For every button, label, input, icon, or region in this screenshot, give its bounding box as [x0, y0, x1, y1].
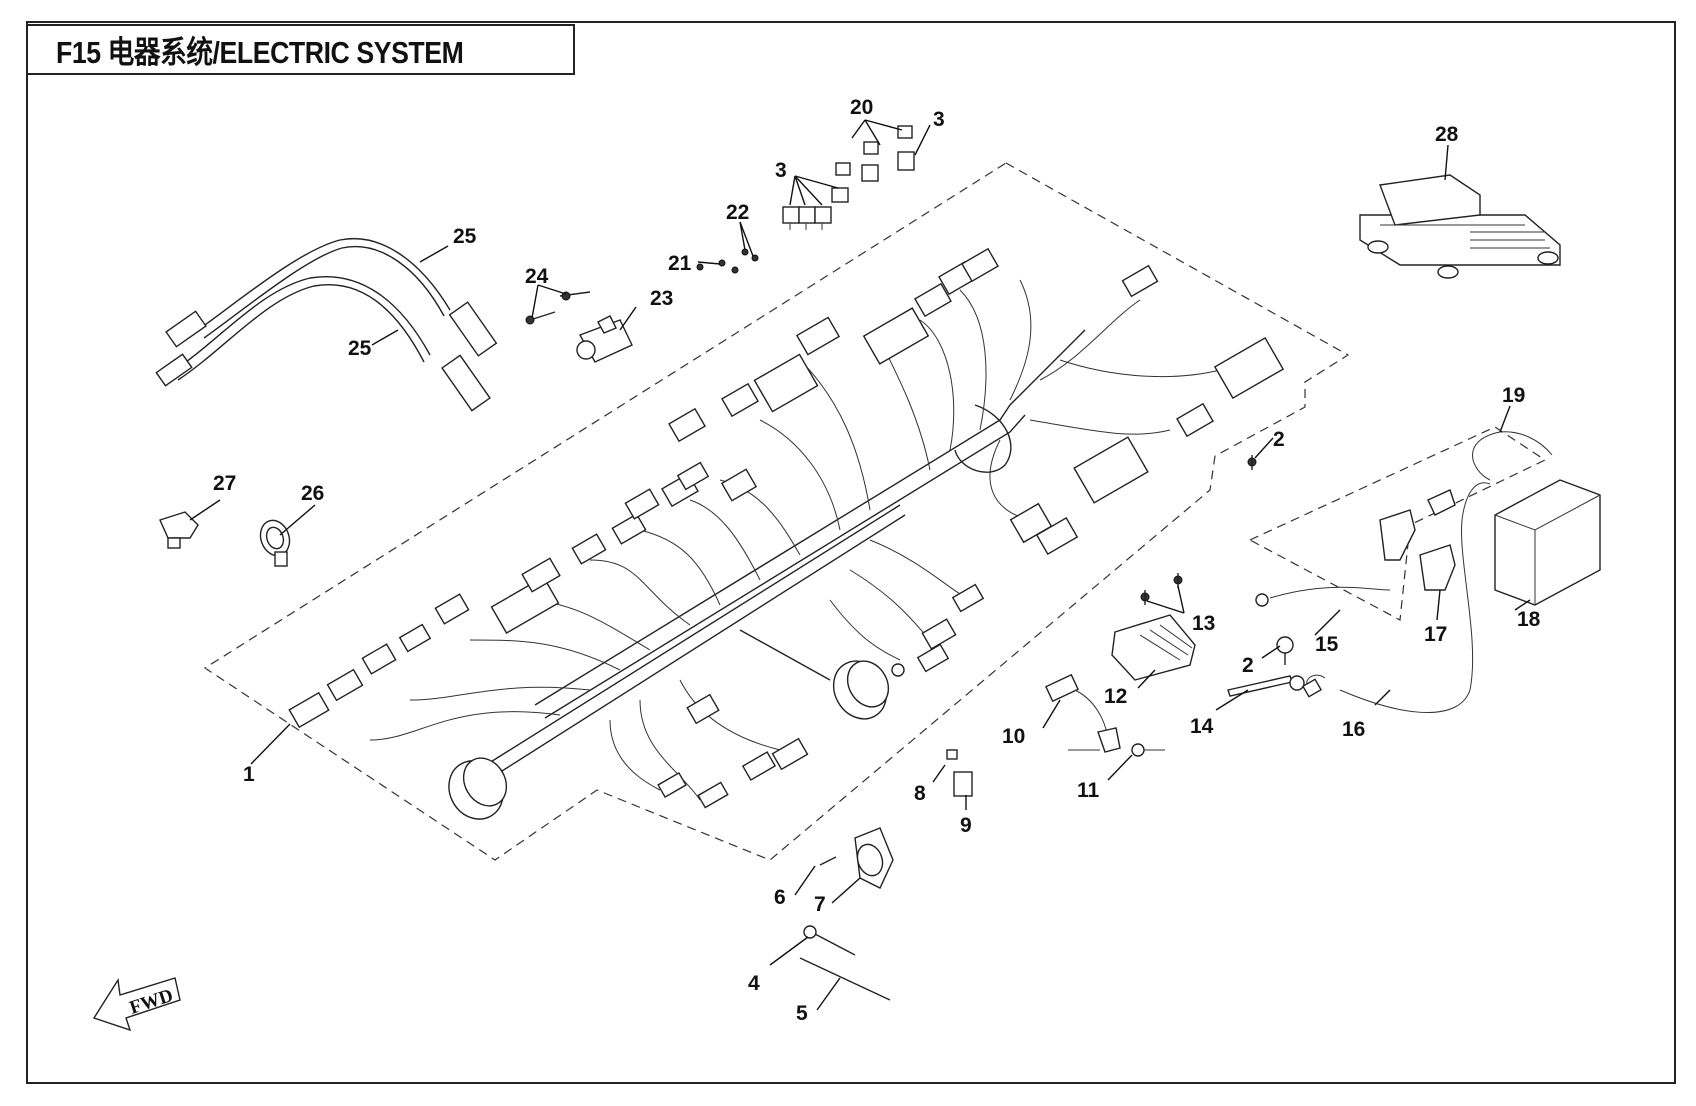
page-title: F15 电器系统/ELECTRIC SYSTEM — [56, 35, 464, 70]
callout-7: 7 — [814, 893, 826, 916]
callout-21: 21 — [668, 252, 692, 275]
callout-25-upper: 25 — [453, 225, 477, 248]
ecu-unit — [1359, 174, 1561, 279]
center-small-parts — [946, 673, 1165, 797]
battery-group — [1255, 431, 1601, 713]
clamp-and-sensor-left — [159, 511, 291, 567]
callout-3-left: 3 — [775, 159, 787, 182]
main-wire-harness — [288, 247, 1285, 820]
regulator-and-ground — [1111, 455, 1305, 697]
leader-lines — [189, 119, 1531, 1011]
callout-2-lower: 2 — [1242, 654, 1254, 677]
harness-boundary — [203, 162, 1350, 861]
relays-and-sockets — [782, 125, 915, 230]
callout-9: 9 — [960, 814, 972, 837]
callout-15: 15 — [1315, 633, 1339, 656]
callout-22: 22 — [726, 201, 749, 224]
callout-23: 23 — [650, 287, 673, 310]
callout-12: 12 — [1104, 685, 1127, 708]
bottom-small-parts — [799, 827, 894, 1001]
callout-6: 6 — [774, 886, 786, 909]
title-box: F15 电器系统/ELECTRIC SYSTEM — [26, 24, 575, 75]
callout-16: 16 — [1342, 718, 1365, 741]
callout-10: 10 — [1002, 725, 1025, 748]
callout-5: 5 — [796, 1002, 808, 1025]
callout-3-right: 3 — [933, 108, 945, 131]
callout-28: 28 — [1435, 123, 1459, 146]
callout-labels: 1 2 2 3 3 4 5 6 7 8 9 10 11 12 13 14 15 … — [213, 96, 1541, 1025]
callout-1: 1 — [243, 763, 255, 786]
battery-group-boundary — [1248, 426, 1547, 621]
callout-13: 13 — [1192, 612, 1215, 635]
callout-20: 20 — [850, 96, 873, 119]
callout-18: 18 — [1517, 608, 1541, 631]
callout-19: 19 — [1502, 384, 1525, 407]
callout-26: 26 — [301, 482, 324, 505]
callout-8: 8 — [914, 782, 926, 805]
callout-11: 11 — [1077, 779, 1100, 802]
callout-4: 4 — [748, 972, 760, 995]
outer-frame — [26, 21, 1676, 1084]
callout-17: 17 — [1424, 623, 1447, 646]
oxygen-sensors — [155, 238, 498, 412]
small-parts-upper — [525, 248, 759, 363]
callout-24: 24 — [525, 265, 549, 288]
fwd-arrow: FWD — [92, 977, 181, 1032]
callout-2-upper: 2 — [1273, 428, 1285, 451]
callout-27: 27 — [213, 472, 236, 495]
callout-25-lower: 25 — [348, 337, 372, 360]
callout-14: 14 — [1190, 715, 1214, 738]
